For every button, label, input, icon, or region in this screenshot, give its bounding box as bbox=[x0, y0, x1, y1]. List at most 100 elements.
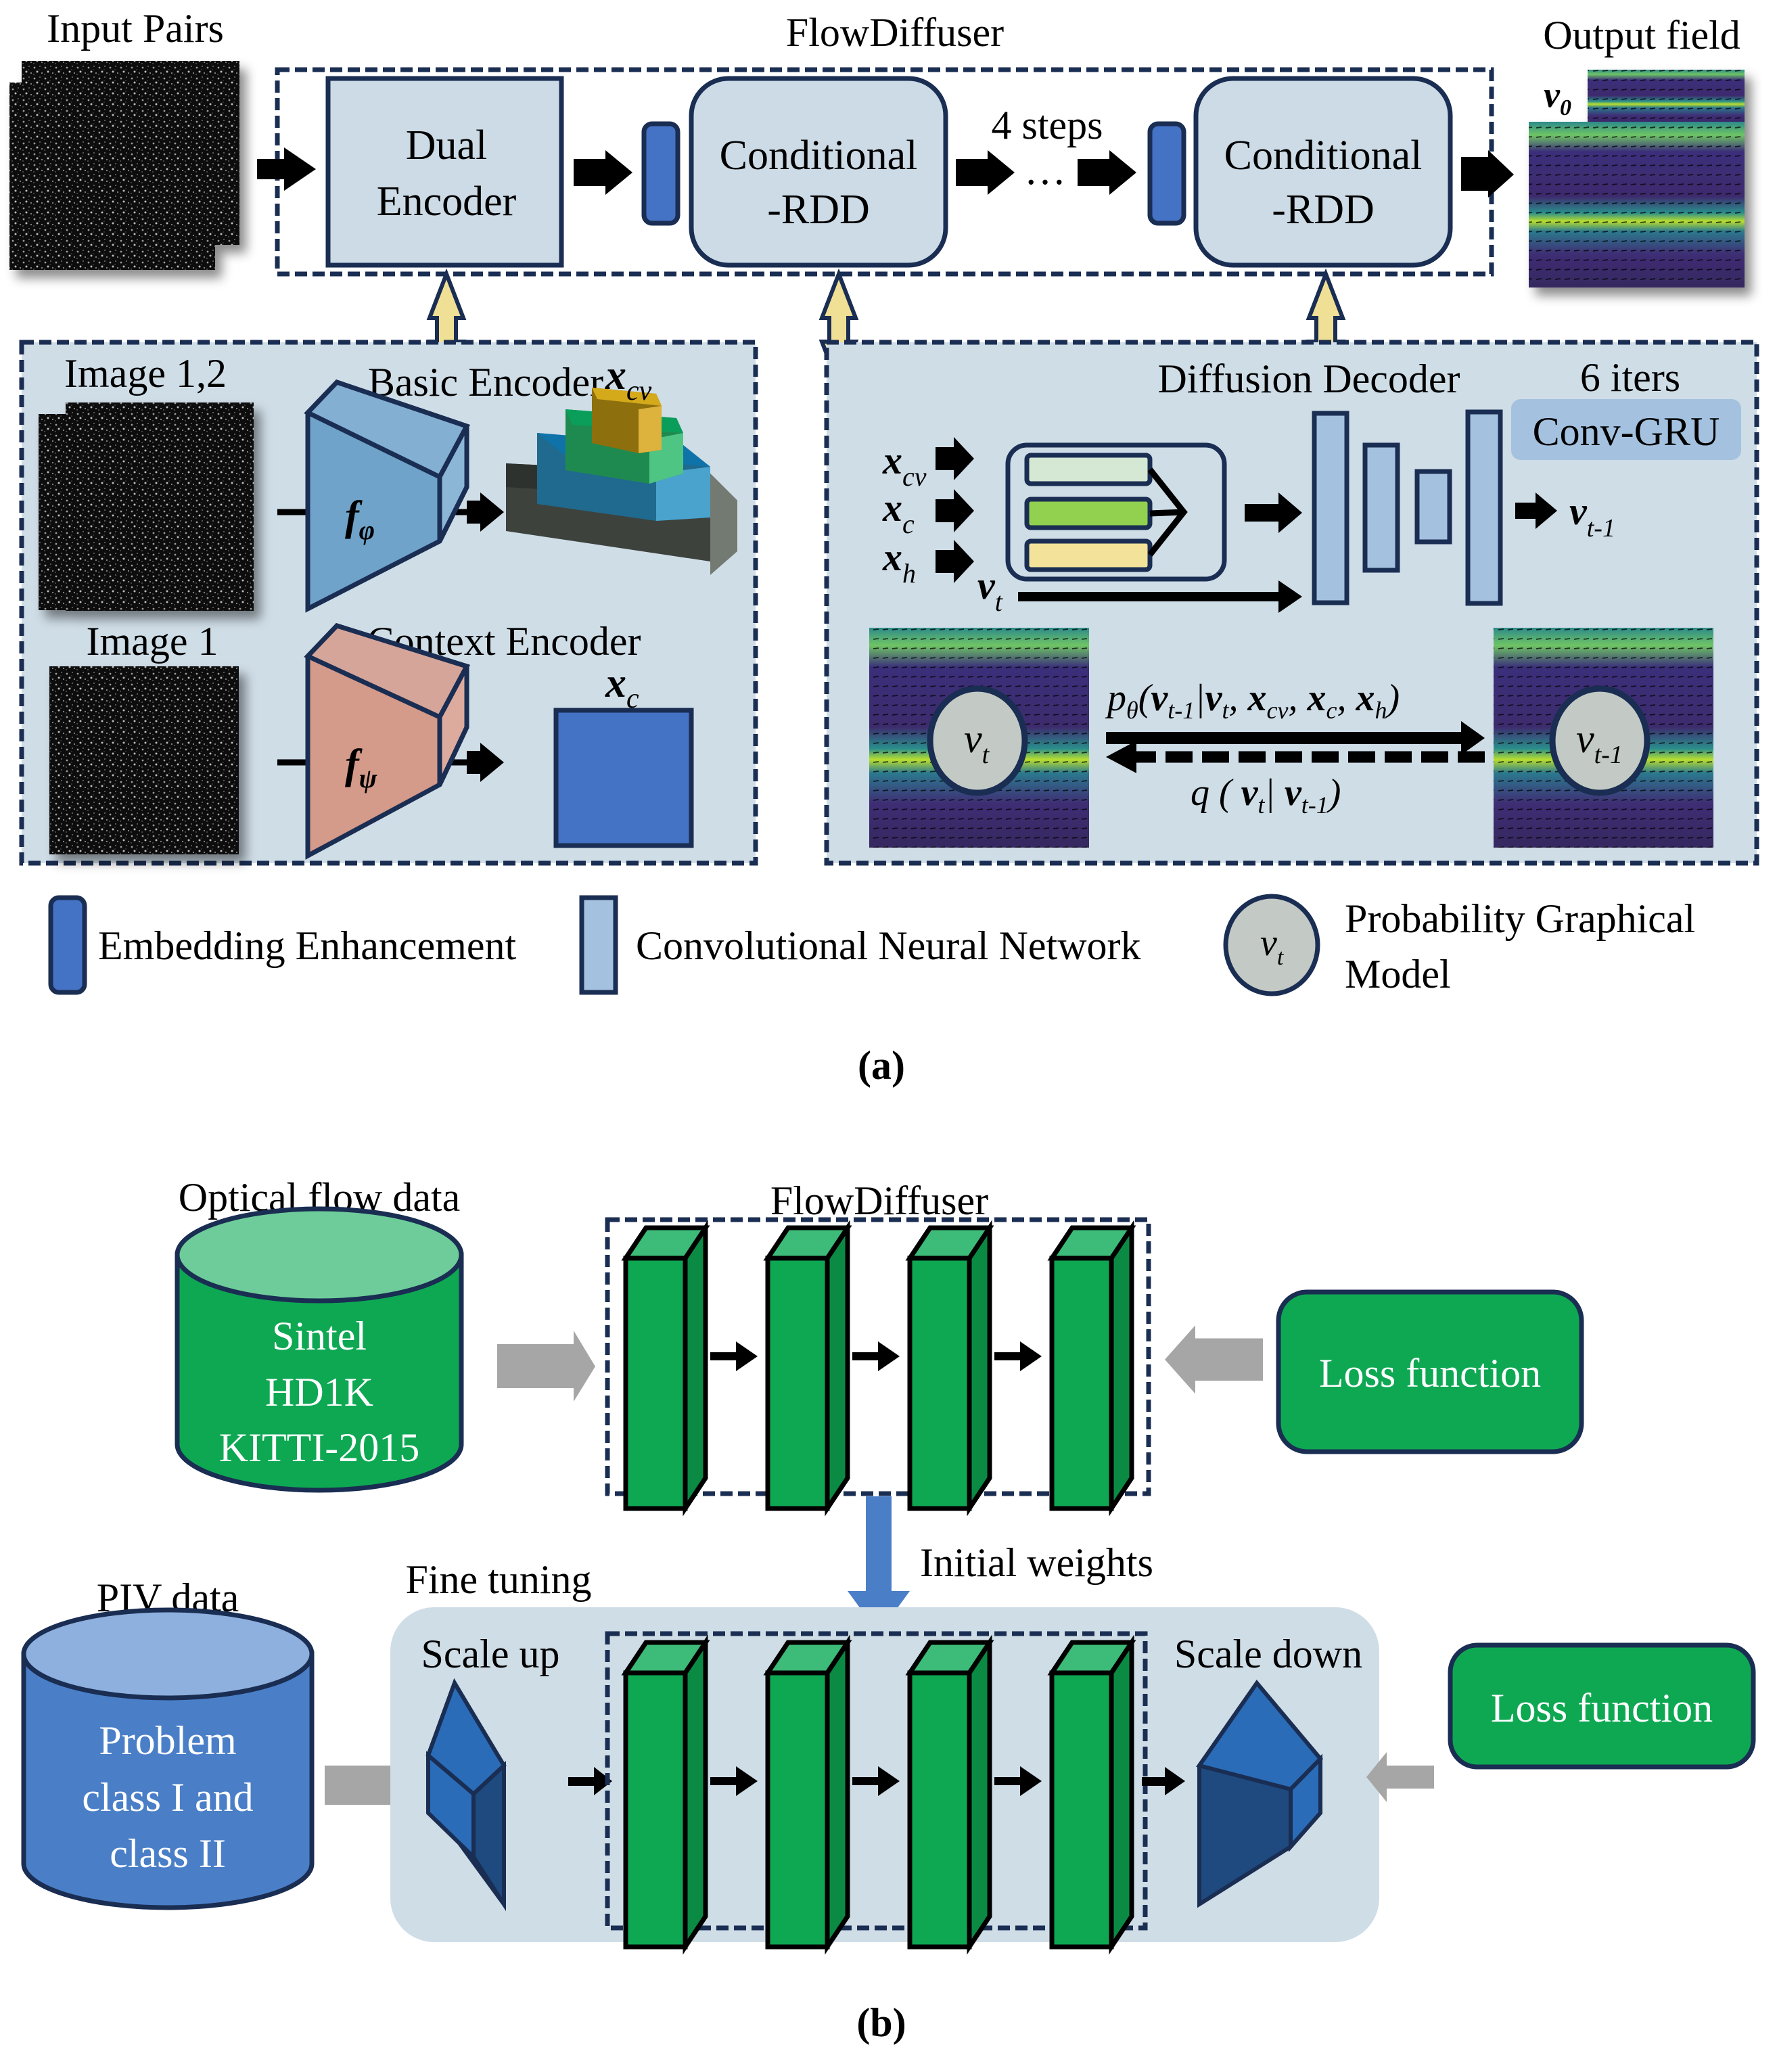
piv-problem: Problem bbox=[99, 1718, 236, 1763]
finetune-layer-3 bbox=[905, 1634, 994, 1955]
scale-up-label: Scale up bbox=[421, 1632, 560, 1676]
piv-class-2: class II bbox=[110, 1831, 226, 1876]
dual-encoder-line1: Dual bbox=[406, 122, 488, 168]
arrow-xh bbox=[936, 540, 974, 583]
feature-bar-c bbox=[1024, 497, 1153, 530]
legend-embedding-label: Embedding Enhancement bbox=[98, 923, 516, 968]
finetune-layers bbox=[621, 1634, 1136, 1955]
dataset-hd1k: HD1K bbox=[265, 1370, 373, 1414]
finetune-layer-4 bbox=[1047, 1634, 1136, 1955]
basic-encoder-shape: fφ bbox=[304, 379, 471, 613]
scale-down-label: Scale down bbox=[1174, 1632, 1362, 1676]
decoder-detail-panel: Diffusion Decoder 6 iters Conv-GRU xcv x… bbox=[824, 340, 1759, 866]
arrow-vt bbox=[1018, 580, 1302, 613]
pretrain-layer-1 bbox=[621, 1220, 710, 1517]
input-xc: xc bbox=[882, 486, 915, 539]
conditional-rdd-block-2[interactable]: Conditional -RDD bbox=[1193, 76, 1453, 268]
cnn-layer-1 bbox=[1312, 411, 1349, 605]
initial-weights-label: Initial weights bbox=[920, 1540, 1153, 1585]
cnn-layer-4 bbox=[1465, 409, 1503, 606]
conditional-rdd-2-line2: -RDD bbox=[1272, 187, 1375, 233]
fine-tuning-label: Fine tuning bbox=[405, 1557, 591, 1602]
pretrain-arrow-1 bbox=[710, 1341, 758, 1371]
arrow-steps-1 bbox=[956, 150, 1015, 195]
finetune-arrow-2 bbox=[852, 1766, 900, 1796]
finetune-arrow-1 bbox=[710, 1766, 758, 1796]
feature-fusion-box bbox=[1005, 442, 1227, 582]
flowdiffuser-b-label: FlowDiffuser bbox=[770, 1178, 988, 1223]
basic-encoder-label: Basic Encoder bbox=[368, 360, 603, 405]
arrow-cnn-output bbox=[1515, 492, 1557, 529]
arrow-encoder-to-embed bbox=[574, 150, 632, 195]
cnn-layer-2 bbox=[1362, 442, 1400, 573]
arrow-input-to-encoder bbox=[257, 147, 316, 191]
gray-arrow-piv bbox=[325, 1742, 423, 1830]
legend-pgm-symbol: vt bbox=[1260, 922, 1285, 970]
input-pairs-label: Input Pairs bbox=[47, 6, 224, 51]
flowdiffuser-pretrain-container bbox=[605, 1217, 1151, 1496]
flow-field-vt-1: vt-1 bbox=[1494, 628, 1713, 848]
conditional-rdd-block-1[interactable]: Conditional -RDD bbox=[689, 76, 948, 268]
dual-encoder-block[interactable]: Dual Encoder bbox=[325, 76, 564, 268]
output-field-image bbox=[1529, 70, 1745, 287]
cnn-layer-3 bbox=[1414, 469, 1452, 545]
image1 bbox=[49, 666, 239, 854]
legend-cnn-label: Convolutional Neural Network bbox=[636, 923, 1141, 968]
xcv-symbol: xcv bbox=[605, 352, 652, 407]
reverse-arrow-head bbox=[1106, 741, 1136, 773]
output-vt-1: vt-1 bbox=[1569, 489, 1615, 543]
node-vt-1 bbox=[1549, 685, 1651, 796]
pretrain-arrow-3 bbox=[994, 1341, 1042, 1371]
arrow-model-to-scaledown bbox=[1142, 1767, 1185, 1795]
arrow-scaleup-to-model bbox=[568, 1767, 612, 1795]
arrow-to-output bbox=[1461, 150, 1514, 198]
gray-arrow-data-to-model bbox=[497, 1331, 595, 1402]
convgru-label: Conv-GRU bbox=[1533, 409, 1720, 454]
arrow-basic-encoder bbox=[467, 492, 504, 532]
node-vt-1-label: vt-1 bbox=[1576, 716, 1623, 769]
dataset-kitti: KITTI-2015 bbox=[219, 1425, 420, 1470]
conditional-rdd-2-line1: Conditional bbox=[1224, 133, 1423, 179]
steps-ellipsis: … bbox=[1024, 147, 1066, 193]
xc-symbol: xc bbox=[605, 660, 639, 714]
caption-a: (a) bbox=[858, 1043, 905, 1088]
cost-volume-pyramid bbox=[506, 388, 737, 575]
image12-label: Image 1,2 bbox=[64, 351, 227, 396]
optical-flow-cylinder: Sintel HD1K KITTI-2015 bbox=[175, 1206, 464, 1493]
image12-pair bbox=[39, 402, 254, 611]
node-vt-label: vt bbox=[964, 716, 990, 769]
context-feature-xc bbox=[553, 708, 694, 848]
conditional-rdd-1-line1: Conditional bbox=[720, 133, 918, 179]
piv-class-1: class I and bbox=[82, 1775, 253, 1820]
flow-field-vt: vt bbox=[869, 628, 1089, 848]
loss-function-box-2[interactable]: Loss function bbox=[1448, 1642, 1756, 1770]
input-xh: xh bbox=[882, 535, 916, 589]
convgru-badge bbox=[1511, 399, 1741, 460]
arrow-context-encoder bbox=[467, 743, 504, 782]
pretrain-layer-2 bbox=[763, 1220, 852, 1517]
input-pairs-images bbox=[9, 61, 239, 270]
pretrain-layers bbox=[621, 1220, 1136, 1517]
legend-pgm-line1: Probability Graphical bbox=[1345, 896, 1695, 941]
iters-label: 6 iters bbox=[1580, 355, 1680, 400]
input-xcv: xcv bbox=[882, 438, 927, 492]
embedding-enhancement-2 bbox=[1147, 121, 1186, 226]
flowdiffuser-finetune-container bbox=[605, 1631, 1148, 1931]
diffusion-decoder-title: Diffusion Decoder bbox=[1157, 356, 1460, 401]
loss-function-box-1[interactable]: Loss function bbox=[1276, 1289, 1584, 1454]
pretrain-layer-4 bbox=[1047, 1220, 1136, 1517]
arrow-steps-2 bbox=[1078, 150, 1136, 195]
feature-bar-cv bbox=[1024, 453, 1153, 486]
dataset-sintel: Sintel bbox=[272, 1314, 367, 1358]
legend-pgm-node bbox=[1223, 894, 1320, 996]
legend: Embedding Enhancement Convolutional Neur… bbox=[48, 894, 1695, 996]
node-vt bbox=[927, 685, 1028, 796]
conditional-rdd-1-line2: -RDD bbox=[767, 187, 870, 233]
input-vt: vt bbox=[977, 563, 1003, 617]
scale-up-shape bbox=[425, 1678, 507, 1912]
reverse-process-eq: q ( vt| vt-1) bbox=[1191, 772, 1341, 819]
flowdiffuser-label: FlowDiffuser bbox=[786, 10, 1004, 55]
legend-pgm-line2: Model bbox=[1345, 952, 1451, 996]
output-field-symbol: v0 bbox=[1544, 74, 1571, 120]
